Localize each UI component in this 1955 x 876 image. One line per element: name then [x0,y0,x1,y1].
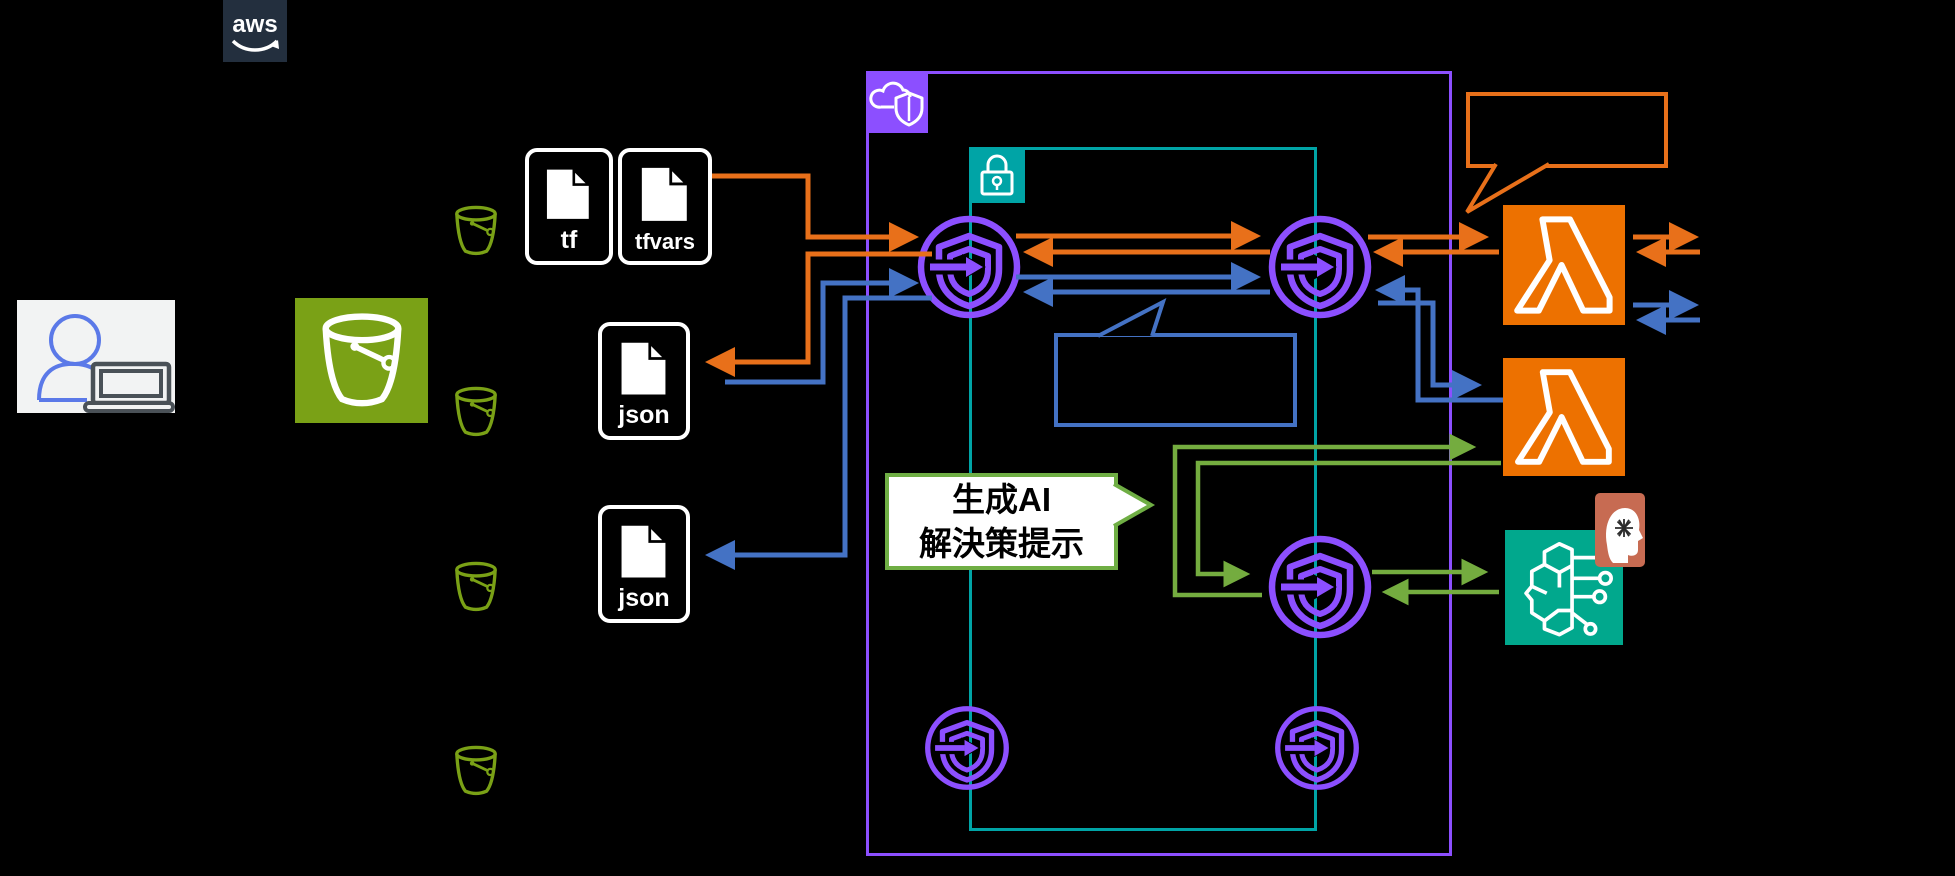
verified-access-shield-icon-4 [922,703,1012,793]
bucket-icon-1 [452,205,500,257]
document-icon [629,159,701,227]
genai-callout-line2: 解決策提示 [919,524,1084,562]
genai-callout-bubble: 生成AI 解決策提示 [885,473,1118,570]
lambda-icon [1503,358,1625,476]
bucket-icon-2 [452,386,500,438]
doc-json-2: json [598,505,690,623]
orange-callout-bubble [1466,92,1668,168]
verified-access-shield-icon-3 [1265,532,1375,642]
lambda-icon [1503,205,1625,325]
blue-callout-bubble [1054,333,1297,427]
cloud-shield-icon [869,81,924,127]
document-icon [609,516,680,584]
user-laptop-icon [37,314,175,413]
aws-logo-icon: aws [231,11,279,52]
lambda-function-2 [1503,358,1625,476]
user-laptop [17,300,175,413]
private-subnet-lock-icon-box [969,147,1025,203]
s3-bucket-icon [316,312,408,410]
doc-json-1-label: json [618,401,670,429]
document-icon [609,333,680,401]
s3-bucket [295,298,428,423]
verified-access-shield-icon-2 [1265,212,1375,322]
doc-json-2-label: json [618,584,670,612]
genai-callout-line1: 生成AI [952,480,1051,518]
doc-json-1: json [598,322,690,440]
lock-icon [980,154,1014,196]
aws-logo: aws [223,0,287,62]
bucket-icon-4 [452,745,500,797]
aws-logo-text: aws [232,11,277,38]
doc-tf-label: tf [560,226,578,254]
doc-tfvars: tfvars [618,148,712,265]
ai-head [1595,493,1645,567]
doc-tf: tf [525,148,613,265]
verified-access-shield-icon-5 [1272,703,1362,793]
bucket-icon-3 [452,561,500,613]
ai-head-icon [1606,508,1643,563]
document-icon [535,159,602,227]
doc-tfvars-label: tfvars [635,229,695,254]
cloud-security-group-icon-box [866,71,928,133]
verified-access-shield-icon-1 [914,212,1024,322]
lambda-function-1 [1503,205,1625,325]
